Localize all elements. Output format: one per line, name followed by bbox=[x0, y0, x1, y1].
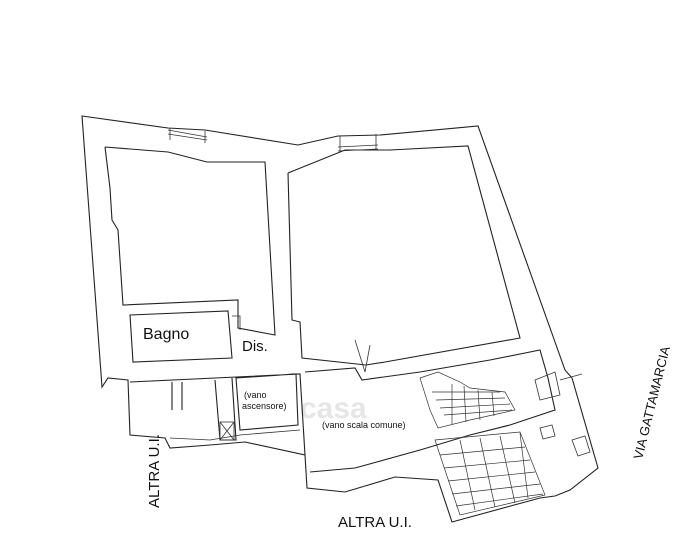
bathroom-wall bbox=[129, 310, 233, 363]
left-room-wall bbox=[104, 146, 276, 336]
label-via: VIA GATTAMARCIA bbox=[630, 344, 673, 460]
watermark-text: casa bbox=[300, 392, 367, 425]
stairwell-wall bbox=[304, 349, 556, 473]
label-vano-ascensore-1: (vano bbox=[244, 390, 267, 400]
label-vano-ascensore-2: ascensore) bbox=[242, 401, 287, 411]
label-vano-scala: (vano scala comune) bbox=[322, 420, 406, 430]
label-bagno: Bagno bbox=[143, 326, 189, 343]
label-dis: Dis. bbox=[242, 338, 268, 355]
corridor-wall bbox=[129, 373, 306, 456]
label-altra-bottom: ALTRA U.I. bbox=[338, 514, 412, 531]
outer-wall bbox=[81, 115, 599, 523]
right-room-wall bbox=[287, 145, 521, 366]
label-altra-left: ALTRA U.I. bbox=[146, 434, 163, 508]
elevator-shaft bbox=[219, 421, 235, 441]
entrance-detail bbox=[534, 371, 591, 457]
window-right bbox=[337, 134, 379, 152]
window-left bbox=[167, 128, 208, 143]
stairs-upper bbox=[419, 371, 516, 429]
stairs-lower bbox=[434, 431, 546, 516]
